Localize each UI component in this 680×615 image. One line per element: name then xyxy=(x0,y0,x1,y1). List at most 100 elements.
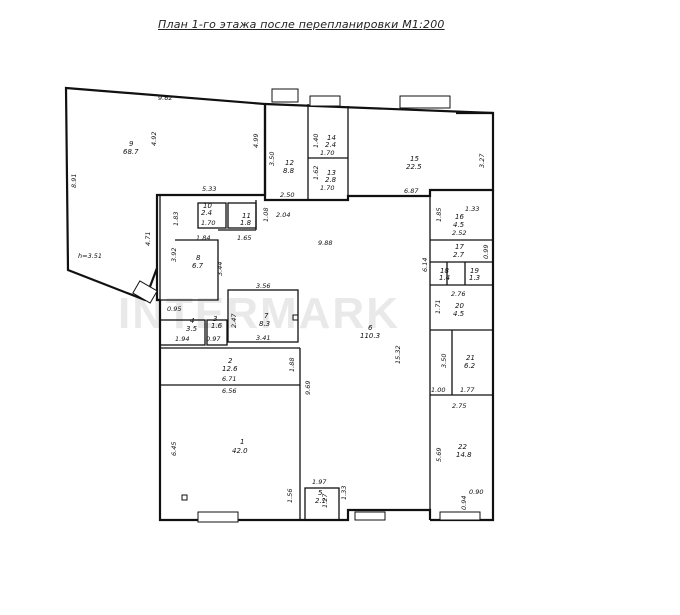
dim-label: 0.90 xyxy=(469,488,483,496)
room-3-num: 3 xyxy=(213,315,217,323)
dim-label: 6.87 xyxy=(404,187,419,195)
dim-label: 0.95 xyxy=(167,305,181,313)
room-1-num: 1 xyxy=(240,438,244,446)
room-14-area: 2.4 xyxy=(325,141,336,149)
dim-label: 0.99 xyxy=(482,245,490,259)
dim-label: 3.56 xyxy=(256,282,270,290)
room-2-num: 2 xyxy=(228,357,233,365)
room-13-num: 13 xyxy=(327,169,336,177)
dim-label: 9.62 xyxy=(158,94,172,102)
dim-label: 2.04 xyxy=(276,211,290,219)
room-7-area: 8.3 xyxy=(259,320,270,328)
room-1-area: 42.0 xyxy=(232,447,248,455)
dim-label: 6.71 xyxy=(222,375,236,383)
room-16-area: 4.5 xyxy=(453,221,465,229)
room-9-num: 9 xyxy=(129,140,134,148)
room-15-area: 22.5 xyxy=(406,163,422,171)
room-15-num: 15 xyxy=(410,155,419,163)
room-21-area: 6.2 xyxy=(464,362,476,370)
room-4-num: 4 xyxy=(190,317,194,325)
dim-label: 3.27 xyxy=(478,153,486,168)
dim-label: 1.83 xyxy=(172,212,180,226)
room-7-num: 7 xyxy=(264,312,269,320)
room-16-num: 16 xyxy=(455,213,464,221)
dim-label: 1.08 xyxy=(262,208,270,222)
window-top-3 xyxy=(271,88,299,103)
dim-label: 2.76 xyxy=(451,290,465,298)
room-12-area: 8.8 xyxy=(283,167,295,175)
top-wall xyxy=(264,102,494,115)
partitions xyxy=(159,104,493,521)
window-top-2 xyxy=(399,95,451,109)
room-14-num: 14 xyxy=(327,134,336,142)
room-22-num: 22 xyxy=(458,443,467,451)
dim-label: 3.50 xyxy=(268,152,276,166)
room-20-area: 4.5 xyxy=(453,310,465,318)
dim-label: 1.56 xyxy=(286,489,294,503)
dim-label: 1.70 xyxy=(201,219,215,227)
left-walls xyxy=(155,268,160,302)
room-13-area: 2.8 xyxy=(325,176,337,184)
room-4-area: 3.5 xyxy=(186,325,198,333)
watermark: INTERMARK xyxy=(118,289,400,338)
dim-label: 5.33 xyxy=(202,185,216,193)
dim-label: 1.33 xyxy=(340,486,348,500)
dim-label: 3.50 xyxy=(440,354,448,368)
room-11-num: 11 xyxy=(242,212,251,220)
dim-label: 1.77 xyxy=(460,386,475,394)
room-5-area: 2.1 xyxy=(315,497,326,505)
room-21-num: 21 xyxy=(466,354,475,362)
room-3-area: 1.6 xyxy=(211,322,223,330)
room-18-area: 1.4 xyxy=(439,274,450,282)
dim-label: 1.97 xyxy=(312,478,327,486)
room-18-num: 18 xyxy=(440,267,449,275)
room-17-num: 17 xyxy=(455,243,464,251)
room-12-num: 12 xyxy=(285,159,294,167)
dim-label: 5.69 xyxy=(435,448,443,462)
dim-label: 3.41 xyxy=(256,334,270,342)
dim-label: 2.52 xyxy=(452,229,466,237)
dim-label: 2.47 xyxy=(230,313,238,328)
dim-label: 1.33 xyxy=(465,205,479,213)
upper-block-walls xyxy=(263,104,495,202)
room-11-area: 1.8 xyxy=(240,219,252,227)
dim-label: 2.75 xyxy=(452,402,466,410)
dim-label: 3.92 xyxy=(170,248,178,262)
dim-label: 1.70 xyxy=(320,184,334,192)
plan-title: План 1-го этажа после перепланировки М1:… xyxy=(158,18,445,31)
dim-label: 8.91 xyxy=(70,174,78,188)
dim-label: 1.88 xyxy=(288,358,296,372)
window-bottom-1 xyxy=(197,511,239,523)
room-6-area: 110.3 xyxy=(360,332,380,340)
room-2-area: 12.6 xyxy=(222,365,238,373)
dim-label: 9.88 xyxy=(318,239,332,247)
dim-label: 6.45 xyxy=(170,442,178,456)
dim-label: 1.94 xyxy=(175,335,189,343)
dim-label: 6.56 xyxy=(222,387,236,395)
room-8-num: 8 xyxy=(196,254,201,262)
dim-label: 4.99 xyxy=(252,134,260,148)
room-9-area: 68.7 xyxy=(123,148,139,156)
dim-label: 1.70 xyxy=(320,149,334,157)
dimension-labels: 9.62 4.92 8.91 4.99 4.71 5.33 3.50 2.50 … xyxy=(70,94,490,510)
dim-label: 1.84 xyxy=(196,234,210,242)
room-19-area: 1.3 xyxy=(469,274,480,282)
room-17-area: 2.7 xyxy=(453,251,465,259)
room-10-area: 2.4 xyxy=(201,209,212,217)
dim-label: 2.50 xyxy=(280,191,294,199)
dim-label: 1.00 xyxy=(431,386,445,394)
window-room-9 xyxy=(132,280,158,304)
room-20-num: 20 xyxy=(455,302,464,310)
dim-label: 0.94 xyxy=(460,496,468,510)
dim-label: 6.14 xyxy=(421,258,429,272)
room-19-num: 19 xyxy=(470,267,479,275)
window-top-1 xyxy=(309,95,341,107)
dim-label: 9.69 xyxy=(304,381,312,395)
dim-label: 1.65 xyxy=(237,234,251,242)
dim-label: 1.27 xyxy=(321,493,329,508)
window-bottom-3 xyxy=(439,511,481,521)
column-marker-2 xyxy=(292,314,299,321)
window-bottom-2 xyxy=(354,511,386,521)
room-8-area: 6.7 xyxy=(192,262,204,270)
